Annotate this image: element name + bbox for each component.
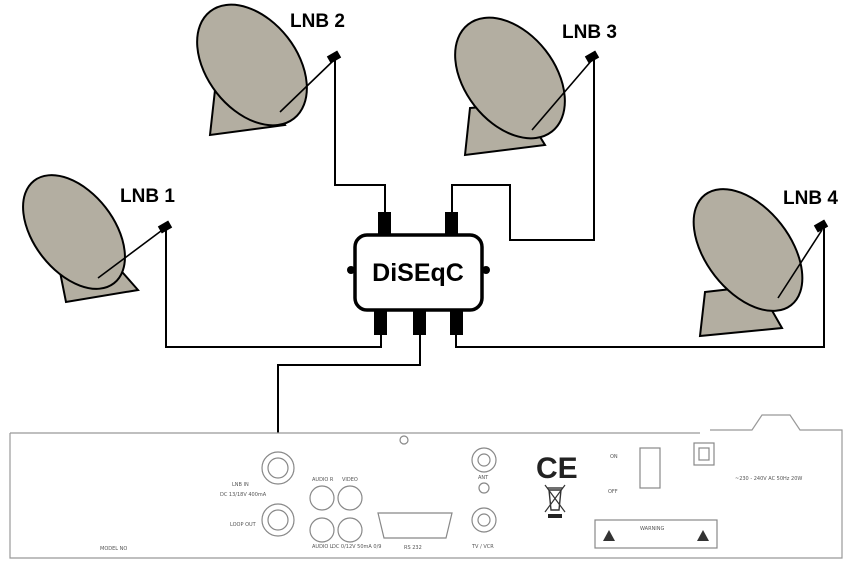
audio-l-label: AUDIO L (312, 544, 333, 550)
dish-2-reflector (196, 3, 308, 127)
switch-mount-hole-left (347, 266, 355, 274)
rs232-label: RS 232 (404, 545, 422, 551)
switch-mount-hole-right (482, 266, 490, 274)
cable-lnb4-to-switch (455, 228, 825, 348)
switch-label: DiSEqC (372, 259, 464, 287)
lnb-in-connector (261, 451, 295, 485)
tv-vcr-connector-inner (477, 513, 491, 527)
video-label: VIDEO (342, 477, 358, 483)
lnb-in-connector-inner (267, 457, 289, 479)
cable-lnb3-to-switch (451, 60, 595, 241)
dish-4-reflector (692, 188, 804, 312)
switch-input-port-3 (445, 212, 458, 240)
dc-out-label: DC 0/12V 50mA 0/9 (332, 544, 381, 550)
tv-vcr-label: TV / VCR (471, 544, 494, 550)
switch-body (353, 233, 484, 312)
ant-connector-inner (477, 453, 491, 467)
receiver-screw (399, 435, 409, 445)
power-rating-label: ~230 - 240V AC 50Hz 20W (735, 476, 802, 482)
model-label: MODEL NO (100, 546, 127, 552)
cable-lnb1-to-switch (165, 230, 382, 348)
dish-4-arm (777, 229, 823, 299)
dish-1-arm (97, 227, 166, 279)
loop-out-connector (261, 503, 295, 537)
ant-screw (478, 482, 490, 494)
switch-on-label: ON (610, 454, 618, 460)
loop-out-label: LOOP OUT (230, 522, 257, 528)
lnb-2-head (326, 50, 342, 64)
audio-l-jack (309, 517, 335, 543)
ir-jack (337, 517, 363, 543)
lnb-1-label: LNB 1 (120, 186, 175, 207)
warning-triangle-right-icon (697, 530, 709, 541)
lnb-3-label: LNB 3 (562, 22, 617, 43)
switch-input-port-4 (450, 305, 463, 335)
warning-sticker (594, 519, 718, 549)
dish-1-reflector (22, 174, 126, 290)
warning-label: WARNING (640, 526, 665, 532)
dish-2-arm (279, 59, 335, 113)
lnb-3-head (584, 50, 600, 64)
lnb-4-label: LNB 4 (783, 188, 838, 209)
loop-out-connector-inner (267, 509, 289, 531)
power-inlet (693, 442, 715, 466)
switch-output-port (413, 305, 426, 335)
switch-off-label: OFF (608, 489, 618, 495)
lnb-in-label: LNB IN (232, 482, 249, 488)
tv-vcr-connector (471, 507, 497, 533)
ce-mark: CE (536, 452, 578, 485)
ant-label: ANT (478, 475, 489, 481)
cable-lnb2-to-switch (334, 60, 386, 212)
diseqc-switch: DiSEqC (347, 212, 490, 335)
lnb-1-head (157, 220, 173, 234)
satellite-dish-3 (454, 16, 600, 157)
lnb-4-head (813, 219, 829, 233)
ant-connector (471, 447, 497, 473)
receiver-rear-panel: LNB IN DC 13/18V 400mA LOOP OUT AUDIO R … (9, 414, 843, 559)
warning-triangle-left-icon (603, 530, 615, 541)
lnb-2-label: LNB 2 (290, 11, 345, 32)
dish-3-reflector (454, 16, 566, 140)
weee-bin-icon (544, 484, 566, 518)
receiver-outline (9, 414, 843, 559)
rs232-connector (377, 512, 453, 539)
audio-r-label: AUDIO R (312, 477, 334, 483)
lnb-in-power-label: DC 13/18V 400mA (220, 492, 267, 498)
power-inlet-inner (698, 447, 710, 461)
switch-input-port-1 (374, 305, 387, 335)
dish-3-arm (531, 59, 593, 131)
satellite-dish-4 (692, 188, 829, 338)
audio-r-jack (309, 485, 335, 511)
switch-input-port-2 (378, 212, 391, 240)
satellite-dish-2 (196, 3, 342, 137)
satellite-dish-1 (22, 174, 173, 304)
cable-switch-to-receiver (277, 332, 421, 433)
power-switch (639, 447, 661, 489)
video-jack (337, 485, 363, 511)
